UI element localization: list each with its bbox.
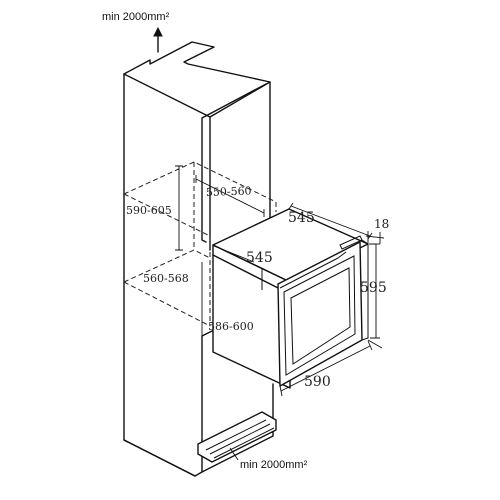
bottom-vent — [197, 411, 277, 463]
niche-width-side-label: 586-600 — [208, 320, 254, 333]
niche-width-front-label: 560-568 — [143, 272, 189, 285]
tall-cabinet — [123, 41, 274, 477]
appliance — [212, 208, 369, 389]
cabinet-top-face — [123, 41, 271, 118]
appliance-handle — [279, 251, 347, 289]
appliance-height-label: 595 — [360, 280, 387, 296]
dim-frame-depth — [365, 231, 385, 244]
arrow-up-icon — [153, 26, 163, 53]
appliance-width-label: 590 — [304, 374, 331, 390]
dim-appliance-height — [369, 243, 380, 339]
appliance-glass — [290, 267, 351, 365]
lower-door — [201, 330, 274, 473]
upper-door — [201, 83, 267, 243]
dim-appliance-width — [279, 339, 383, 397]
plinth — [123, 439, 203, 477]
niche-depth-label: 550-560 — [206, 184, 252, 199]
appliance-left-face — [212, 244, 291, 389]
niche-outline — [123, 161, 277, 327]
appliance-frame-edge — [361, 239, 369, 341]
dim-appliance-depth-inner — [213, 245, 255, 263]
appliance-door-inner — [283, 255, 356, 376]
appliance-depth-inner-label: 545 — [246, 250, 273, 266]
dim-niche-depth — [195, 175, 265, 217]
niche-height-label: 590-605 — [126, 204, 172, 217]
dim-niche-height — [175, 165, 183, 251]
airflow-top-label: min 2000mm² — [102, 11, 170, 23]
appliance-left-top-edge — [212, 254, 283, 291]
dim-bottom-leader — [229, 447, 239, 461]
frame-depth-label: 18 — [374, 217, 389, 231]
airflow-bottom-label: min 2000mm² — [240, 459, 308, 471]
appliance-depth-outer-label: 545 — [288, 210, 315, 226]
